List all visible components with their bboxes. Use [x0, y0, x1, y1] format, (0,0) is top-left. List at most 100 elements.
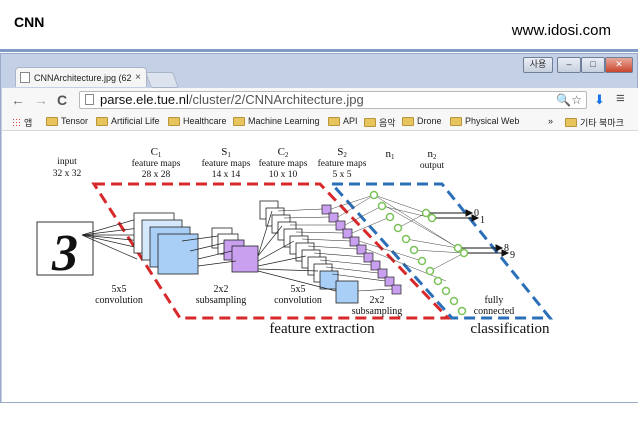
- bookmark-label: Physical Web: [465, 116, 520, 126]
- slide-divider: [0, 49, 638, 52]
- feature-extraction-label: feature extraction: [269, 321, 375, 337]
- col-n1-name: n1: [386, 148, 396, 161]
- classification-region: [328, 182, 554, 320]
- folder-icon: [450, 116, 462, 126]
- output-label-8: 8: [504, 243, 509, 254]
- op-conv2-label: convolution: [274, 295, 322, 306]
- bookmark-label: Healthcare: [183, 116, 227, 126]
- slide-title: CNN: [14, 14, 45, 30]
- slide-source-url: www.idosi.com: [511, 22, 611, 39]
- other-bookmarks-label: 기타 북마크: [580, 118, 624, 128]
- col-c2-line2: feature maps: [259, 158, 308, 169]
- s2-feature-maps: [321, 204, 402, 295]
- bookmark-healthcare[interactable]: Healthcare: [168, 116, 227, 126]
- bookmark-artificial-life[interactable]: Artificial Life: [96, 116, 160, 126]
- folder-icon: [233, 116, 245, 126]
- fc-connections: [330, 194, 465, 282]
- feature-extraction-region: [91, 182, 452, 320]
- folder-icon: [168, 116, 180, 126]
- menu-icon[interactable]: ≡: [616, 90, 625, 107]
- page-icon: [20, 72, 30, 83]
- forward-icon[interactable]: →: [34, 92, 48, 108]
- bookmarks-overflow[interactable]: »: [548, 116, 554, 126]
- col-s1-line2: feature maps: [202, 158, 251, 169]
- other-bookmarks[interactable]: 기타 북마크: [565, 116, 624, 129]
- op-fc-line2: connected: [474, 306, 515, 317]
- col-input-name: input: [57, 157, 77, 167]
- bookmark-label: Machine Learning: [248, 116, 320, 126]
- output-label-0: 0: [474, 208, 479, 219]
- sub2-connections: [277, 208, 393, 292]
- col-c2-size: 10 x 10: [269, 170, 298, 180]
- browser-window: CNNArchitecture.jpg (62 × 사용 – □ ✕ ← → C…: [0, 53, 638, 403]
- col-s2-size: 5 x 5: [333, 170, 352, 180]
- apps-label: 앱: [24, 118, 33, 128]
- user-button[interactable]: 사용: [523, 57, 553, 73]
- folder-icon: [46, 116, 58, 126]
- op-sub2-kernel: 2x2: [370, 295, 385, 306]
- page-icon: [85, 94, 94, 105]
- browser-tab[interactable]: CNNArchitecture.jpg (62 ×: [15, 67, 147, 87]
- tab-close-icon[interactable]: ×: [135, 72, 141, 83]
- download-extension-icon[interactable]: ⬇: [594, 92, 605, 107]
- maximize-button[interactable]: □: [581, 57, 605, 73]
- op-conv2-kernel: 5x5: [291, 284, 306, 295]
- tab-title: CNNArchitecture.jpg (62: [34, 72, 132, 83]
- s1-feature-maps: [211, 227, 259, 273]
- col-s2-name: S2: [337, 146, 347, 159]
- c1-feature-maps: [133, 212, 199, 275]
- new-tab-button[interactable]: [145, 72, 179, 88]
- op-sub1-label: subsampling: [196, 295, 247, 306]
- url-path: /cluster/2/CNNArchitecture.jpg: [188, 92, 364, 107]
- toolbar: ← → C parse.ele.tue.nl/cluster/2/CNNArch…: [2, 88, 638, 112]
- bookmark-label: Drone: [417, 116, 442, 126]
- minimize-button[interactable]: –: [557, 57, 581, 73]
- conv2-connections: [257, 210, 337, 292]
- folder-icon: [328, 116, 340, 126]
- output-arrows: [430, 209, 510, 257]
- col-input-size: 32 x 32: [53, 169, 82, 179]
- col-s2-line2: feature maps: [318, 158, 367, 169]
- col-s1-name: S1: [221, 146, 231, 159]
- folder-icon: [402, 116, 414, 126]
- folder-icon: [364, 118, 376, 127]
- close-window-button[interactable]: ✕: [605, 57, 633, 73]
- cnn-architecture-diagram: input 32 x 32 C1 feature maps 28 x 28 S1…: [36, 146, 554, 337]
- bookmark-label: API: [343, 116, 358, 126]
- bookmark-machine-learning[interactable]: Machine Learning: [233, 116, 320, 126]
- col-n2-line2: output: [420, 161, 445, 171]
- col-c1-name: C1: [151, 146, 162, 159]
- address-bar[interactable]: parse.ele.tue.nl/cluster/2/CNNArchitectu…: [79, 91, 587, 109]
- op-sub1-kernel: 2x2: [214, 284, 229, 295]
- folder-icon: [565, 118, 577, 127]
- bookmark-label: Tensor: [61, 116, 89, 126]
- op-fc-line1: fully: [485, 295, 504, 306]
- bookmark-physical-web[interactable]: Physical Web: [450, 116, 519, 126]
- col-c1-size: 28 x 28: [142, 170, 171, 180]
- col-n2-name: n2: [428, 148, 438, 161]
- url-host: parse.ele.tue.nl: [100, 92, 189, 107]
- bookmark-tensor[interactable]: Tensor: [46, 116, 88, 126]
- bookmark-api[interactable]: API: [328, 116, 358, 126]
- reload-icon[interactable]: C: [57, 92, 68, 108]
- bookmark-label: Artificial Life: [111, 116, 160, 126]
- col-s1-size: 14 x 14: [212, 170, 241, 180]
- n2-neurons: [421, 208, 469, 258]
- sub1-connections: [181, 235, 237, 267]
- op-sub2-label: subsampling: [352, 306, 403, 317]
- bookmark-drone[interactable]: Drone: [402, 116, 442, 126]
- image-viewport: input 32 x 32 C1 feature maps 28 x 28 S1…: [2, 131, 638, 402]
- back-icon[interactable]: ←: [11, 92, 25, 108]
- zoom-star-icons[interactable]: 🔍☆: [556, 93, 582, 107]
- input-image: [36, 221, 94, 276]
- col-c2-name: C2: [278, 146, 289, 159]
- col-c1-line2: feature maps: [132, 158, 181, 169]
- apps-icon: [12, 118, 21, 127]
- c2-feature-maps: [259, 200, 359, 304]
- bookmark-music[interactable]: 음악: [364, 116, 396, 129]
- op-conv1-kernel: 5x5: [112, 284, 127, 295]
- bookmark-label: 음악: [379, 118, 396, 128]
- output-label-9: 9: [510, 250, 515, 261]
- apps-shortcut[interactable]: 앱: [12, 116, 32, 129]
- folder-icon: [96, 116, 108, 126]
